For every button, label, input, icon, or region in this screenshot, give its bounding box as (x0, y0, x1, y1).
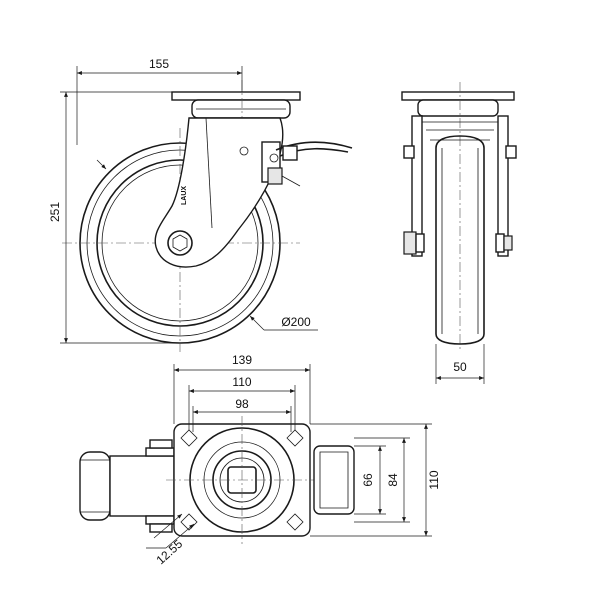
axle-nut (167, 230, 193, 256)
dim-side-66: 66 (361, 473, 375, 487)
front-view: 50 (401, 82, 517, 384)
dim-110: 110 (232, 375, 251, 389)
fork-rivet (239, 146, 249, 156)
dim-139: 139 (232, 353, 252, 367)
front-wheel (435, 135, 485, 345)
axle-hex-icon (172, 234, 188, 252)
dim-98: 98 (235, 397, 249, 411)
dim-155: 155 (149, 57, 169, 71)
dim-50: 50 (453, 360, 467, 374)
mounting-slots (180, 429, 304, 531)
dim-slot: 12.55 (153, 537, 185, 568)
dim-251: 251 (48, 202, 62, 222)
fork-leg (154, 117, 284, 268)
brake-pedal (313, 445, 355, 515)
dim-side-84: 84 (386, 473, 400, 487)
front-top-plate (401, 91, 515, 101)
brake-assembly (261, 141, 353, 187)
dim-side-110: 110 (427, 470, 441, 489)
top-wheel (79, 451, 111, 521)
fork-logo: LAUX (181, 186, 188, 205)
top-view: 139 110 98 110 84 66 12.55 (79, 353, 441, 568)
side-view: LAUX 155 251 Ø200 (48, 57, 353, 352)
dim-diameter: Ø200 (281, 315, 311, 329)
top-plate (171, 91, 301, 101)
